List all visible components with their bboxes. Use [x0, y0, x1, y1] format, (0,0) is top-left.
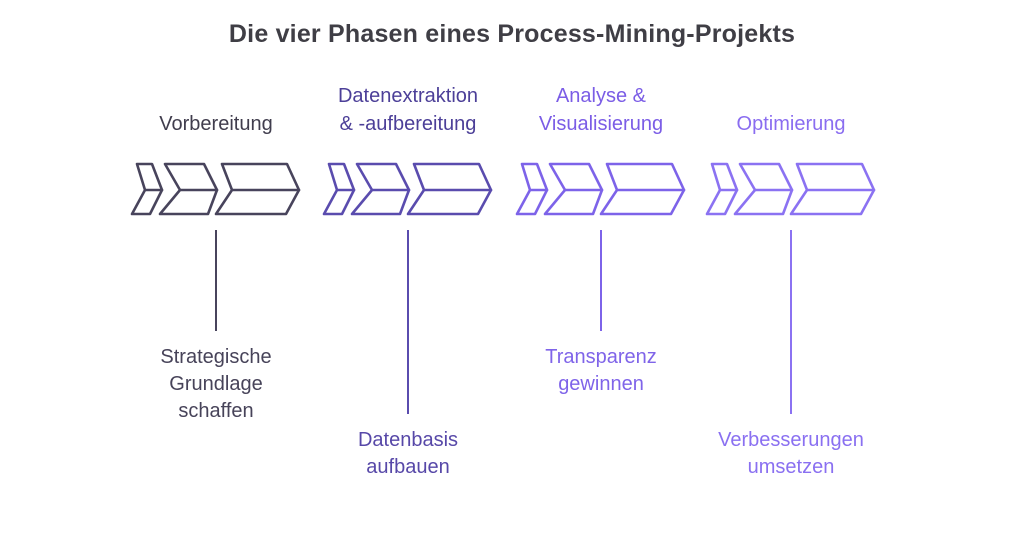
phase-description-line: Verbesserungen [718, 429, 864, 451]
triple-chevron-arrow-icon [130, 162, 301, 216]
triple-chevron-arrow-icon [322, 162, 493, 216]
phase-label-line: Analyse & [555, 85, 647, 107]
phase-label-line: & -aufbereitung [339, 113, 477, 135]
phase-label: Optimierung [691, 82, 891, 138]
phase-description: Datenbasis aufbauen [308, 427, 508, 481]
phase-description-line: umsetzen [747, 456, 835, 478]
connector-line [790, 230, 792, 414]
phase-vorbereitung: Vorbereitung Strategische Grundlage scha… [116, 82, 316, 425]
phase-description: Transparenz gewinnen [501, 344, 701, 398]
phase-description-line: Grundlage [169, 373, 263, 395]
phase-label: Analyse & Visualisierung [501, 82, 701, 138]
phase-label-line: Vorbereitung [159, 113, 273, 135]
phase-label-line: Optimierung [736, 113, 846, 135]
phase-description-line: Datenbasis [357, 429, 459, 451]
connector-line [215, 230, 217, 331]
connector-line [600, 230, 602, 331]
triple-chevron-arrow-icon [705, 162, 876, 216]
phase-description: Verbesserungen umsetzen [691, 427, 891, 481]
phase-label: Datenextraktion & -aufbereitung [308, 82, 508, 138]
phase-description-line: aufbauen [366, 456, 450, 478]
phase-label: Vorbereitung [116, 82, 316, 138]
diagram-title: Die vier Phasen eines Process-Mining-Pro… [228, 20, 796, 48]
triple-chevron-arrow-icon [515, 162, 686, 216]
phase-description-line: Strategische [160, 346, 272, 368]
phase-description-line: schaffen [178, 400, 254, 422]
connector-line [407, 230, 409, 414]
phase-analyse-visualisierung: Analyse & Visualisierung Transparenz gew… [501, 82, 701, 398]
phase-label-line: Datenextraktion [337, 85, 479, 107]
phase-datenextraktion: Datenextraktion & -aufbereitung Datenbas… [308, 82, 508, 481]
phase-optimierung: Optimierung Verbesserungen umsetzen [691, 82, 891, 481]
phase-label-line: Visualisierung [538, 113, 664, 135]
phase-description: Strategische Grundlage schaffen [116, 344, 316, 425]
phase-description-line: Transparenz [545, 346, 657, 368]
phase-description-line: gewinnen [558, 373, 644, 395]
